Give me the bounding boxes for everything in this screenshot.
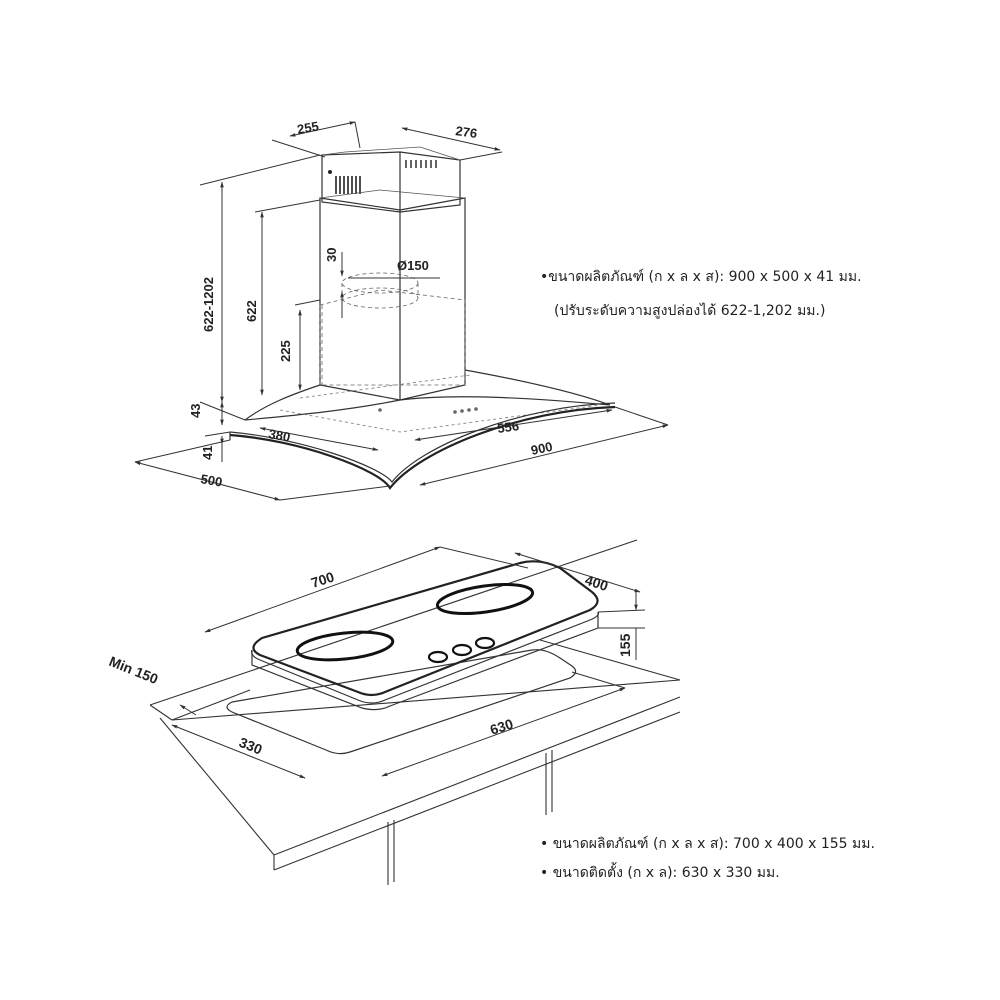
chimney-upper [321, 146, 461, 213]
hood-height-note: (ปรับระดับความสูงปล่องได้ 622-1,202 มม.) [554, 303, 826, 319]
knob-1 [427, 650, 449, 664]
vent-slots-right [405, 160, 437, 168]
burner-right [435, 582, 535, 616]
dim-depth: 500 [199, 471, 223, 490]
dim-duct-diameter: Ø150 [397, 258, 429, 273]
hob-install-text: • ขนาดติดตั้ง (ก x ล): 630 x 330 มม. [540, 865, 780, 881]
knob-2 [451, 643, 473, 657]
dim-body-height: 225 [278, 340, 293, 362]
hood-spec-text: •ขนาดผลิตภัณฑ์ (ก x ล x ส): 900 x 500 x … [540, 269, 862, 285]
dim-canopy-height: 43 [188, 404, 203, 418]
hob-top [251, 560, 599, 711]
dim-chimney-width: 255 [296, 118, 320, 137]
dim-glass-thickness: 41 [200, 446, 215, 460]
range-hood-drawing: 255 276 622-1202 622 30 Ø150 225 43 41 5… [134, 118, 669, 501]
dim-chimney-top-gap: 30 [324, 248, 339, 262]
dim-inner-depth: 380 [267, 426, 291, 445]
knob-3 [474, 636, 496, 650]
dim-hob-height: 155 [617, 633, 633, 657]
hob-spec-text: • ขนาดผลิตภัณฑ์ (ก x ล x ส): 700 x 400 x… [540, 836, 875, 852]
hob-cutout [226, 649, 577, 755]
dim-chimney-depth: 276 [455, 123, 479, 141]
hob-dimension-lines [171, 546, 646, 779]
dim-inner-width: 556 [496, 418, 520, 436]
dim-height-range: 622-1202 [201, 277, 216, 332]
dim-cutout-depth: 330 [237, 734, 265, 758]
burner-left [295, 630, 395, 662]
dim-height-min: 622 [244, 300, 259, 322]
hood-dimension-lines [134, 121, 669, 501]
dim-hob-width: 700 [309, 568, 336, 591]
dim-width: 900 [530, 439, 554, 458]
dim-hob-depth: 400 [583, 572, 610, 595]
dim-cutout-width: 630 [488, 715, 515, 738]
dim-min-clearance: Min 150 [107, 653, 161, 687]
vent-slots-left [335, 176, 361, 194]
